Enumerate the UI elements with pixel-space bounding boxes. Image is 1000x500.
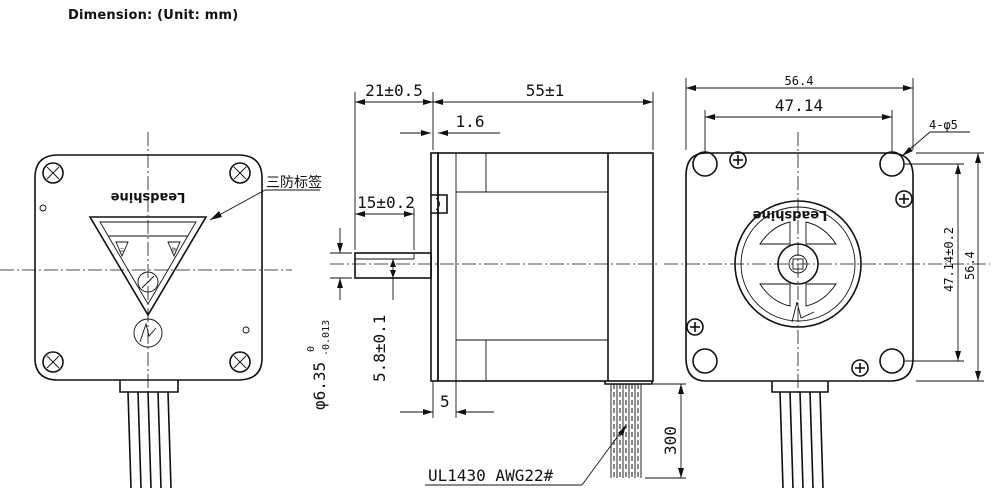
dim-hole-spacing-v: 47.14±0.2 (905, 163, 964, 362)
warning-label-triangle: 三 防 (88, 216, 208, 317)
label-round-mark (137, 271, 159, 293)
rear-mounting-hole (879, 348, 905, 374)
dim-shaft-diameter-text: φ6.35 (310, 362, 329, 410)
front-housing-outline (34, 154, 263, 381)
front-cable-boot (119, 380, 179, 393)
dim-body-length-text: 55±1 (526, 81, 565, 100)
rear-brand-logo: Leadshine (752, 207, 827, 222)
front-mounting-hole-icon (229, 162, 251, 184)
front-mounting-hole-icon (42, 162, 64, 184)
phillips-screw-icon (686, 318, 704, 336)
wire-spec-text: UL1430 AWG22# (428, 466, 554, 485)
dim-flat-depth: 5.8±0.1 (370, 258, 410, 382)
dim-boss-height-text: 5 (440, 392, 450, 411)
dim-flat-depth-text: 5.8±0.1 (370, 315, 389, 382)
dim-hole-spacing-v-text: 47.14±0.2 (942, 227, 956, 292)
rear-view: Leadshine 56.4 47.14 (664, 74, 990, 489)
dim-flange-to-shaft-text: 21±0.5 (365, 81, 423, 100)
rear-end-cap: Leadshine (734, 200, 862, 328)
dim-lead-length: 300 (645, 383, 686, 479)
lead-wires (604, 381, 653, 478)
dim-boss-height: 5 (400, 381, 494, 418)
dim-flange-to-shaft: 21±0.5 (354, 81, 434, 250)
rear-mounting-hole (879, 151, 905, 177)
rear-housing-outline (685, 152, 914, 382)
front-cable (127, 391, 172, 489)
front-mounting-hole-icon (229, 351, 251, 373)
front-small-mark (242, 326, 250, 334)
dim-overall-width: 56.4 (685, 74, 914, 150)
front-small-mark (39, 204, 47, 212)
side-view: 21±0.5 55±1 1.6 15±0.2 (306, 81, 686, 486)
dim-flange-thickness-text: 1.6 (456, 112, 485, 131)
dim-hole-spacing-h: 47.14 (704, 96, 893, 152)
front-brand-logo: Leadshine (110, 189, 185, 204)
dim-flat-length-text: 15±0.2 (357, 193, 415, 212)
dim-overall-height-text: 56.4 (963, 251, 977, 280)
page-title: Dimension: (Unit: mm) (68, 8, 239, 23)
dim-shaft-diameter: φ6.35 0 -0.013 (306, 228, 352, 410)
dim-flat-length: 15±0.2 (355, 193, 415, 250)
warning-symbol-icon (167, 241, 181, 258)
rear-cable-boot (771, 381, 829, 393)
rear-mounting-hole (692, 151, 718, 177)
dim-body-length: 55±1 (433, 81, 654, 150)
dim-overall-width-text: 56.4 (785, 74, 814, 88)
rear-logo-mark (791, 301, 815, 323)
rear-cable (779, 391, 824, 489)
label-small-text: 防 (171, 247, 176, 254)
phillips-screw-icon (729, 151, 747, 169)
dim-shaft-tolerance-lower: -0.013 (321, 320, 332, 356)
wire-spec-callout: UL1430 AWG22# (425, 424, 627, 486)
dim-lead-length-text: 300 (661, 426, 680, 455)
front-view: Leadshine 三 防 三防标签 (0, 132, 322, 489)
flange-plate (430, 152, 439, 382)
dim-flange-thickness: 1.6 (400, 112, 500, 136)
holes-callout: 4-φ5 (901, 118, 970, 157)
front-mounting-hole-icon (42, 351, 64, 373)
label-small-text: 三 (119, 248, 124, 254)
front-logo-mark (133, 318, 163, 348)
dim-hole-spacing-h-text: 47.14 (775, 96, 823, 115)
warning-symbol-icon (115, 241, 129, 258)
holes-callout-text: 4-φ5 (929, 118, 958, 132)
phillips-screw-icon (895, 190, 913, 208)
side-label-tab (431, 194, 448, 214)
phillips-screw-icon (851, 359, 869, 377)
motor-body (437, 152, 654, 382)
rear-mounting-hole (692, 348, 718, 374)
dim-shaft-tolerance-upper: 0 (306, 346, 317, 352)
label-callout-text: 三防标签 (266, 174, 322, 191)
dim-overall-height: 56.4 (916, 152, 984, 382)
